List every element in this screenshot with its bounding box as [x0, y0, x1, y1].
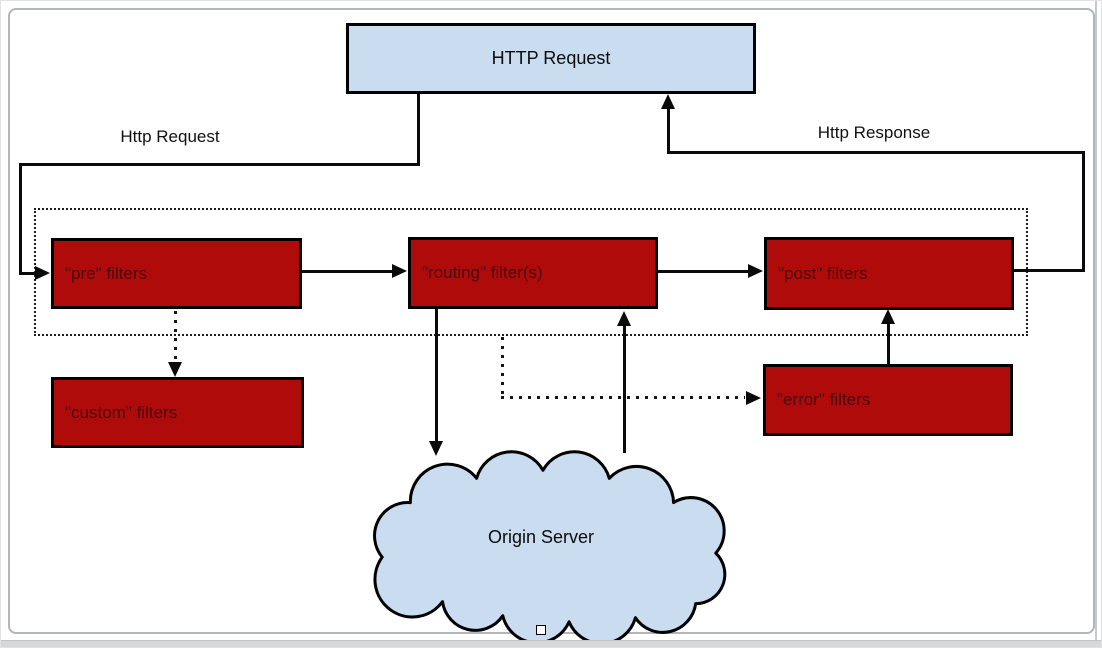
arrowhead-pre-to-custom-icon: [168, 362, 182, 377]
edge-label-http-response: Http Response: [817, 123, 931, 142]
arrow-response-from-post-segment: [1014, 269, 1085, 272]
arrow-response-rise-segment: [1082, 151, 1085, 272]
node-post-filters[interactable]: "post" filters: [764, 237, 1014, 310]
viewer-bottom-strip: [1, 640, 1101, 647]
arrow-response-horizontal-segment: [668, 151, 1085, 154]
dotted-arrow-to-error-vertical-segment: [501, 337, 504, 398]
dotted-arrow-pre-to-custom-segment: [174, 311, 177, 365]
arrow-request-drop-segment: [417, 94, 420, 166]
arrowhead-routing-to-post-icon: [748, 264, 763, 278]
node-post-filters-label: "post" filters: [778, 263, 868, 283]
node-pre-filters-label: "pre" filters: [65, 263, 147, 283]
arrow-routing-to-post-segment: [658, 270, 750, 273]
arrow-routing-to-origin-segment: [435, 309, 438, 443]
node-pre-filters[interactable]: "pre" filters: [51, 238, 302, 309]
node-origin-server-label: Origin Server: [487, 527, 595, 547]
node-custom-filters[interactable]: "custom" filters: [51, 377, 304, 448]
node-routing-filters[interactable]: "routing" filter(s): [408, 237, 658, 309]
arrowhead-origin-to-routing-icon: [617, 311, 631, 326]
node-error-filters[interactable]: "error" filters: [763, 364, 1013, 436]
arrow-request-horizontal-segment: [19, 163, 420, 166]
node-error-filters-label: "error" filters: [777, 390, 871, 409]
node-custom-filters-label: "custom" filters: [65, 402, 178, 422]
arrowhead-into-pre-icon: [35, 266, 50, 280]
node-routing-filters-label: "routing" filter(s): [422, 263, 543, 282]
arrowhead-error-to-post-icon: [881, 309, 895, 324]
arrow-request-into-pre-segment: [19, 272, 39, 275]
arrowhead-to-error-icon: [746, 391, 761, 405]
arrow-origin-to-routing-segment: [623, 325, 626, 453]
edge-label-http-request: Http Request: [120, 127, 220, 146]
cloud-shape-icon: [373, 450, 727, 646]
arrowhead-routing-to-origin-icon: [429, 441, 443, 456]
node-origin-server-cloud[interactable]: [340, 448, 762, 646]
arrow-pre-to-routing-segment: [302, 270, 394, 273]
arrow-request-left-drop-segment: [19, 163, 22, 275]
node-http-request[interactable]: HTTP Request: [346, 23, 756, 94]
arrowhead-pre-to-routing-icon: [392, 264, 407, 278]
selection-handle[interactable]: [536, 625, 546, 635]
window-edge-line: [1095, 1, 1097, 647]
node-http-request-label: HTTP Request: [491, 48, 611, 68]
arrow-error-to-post-segment: [887, 323, 890, 364]
arrowhead-into-http-request-icon: [661, 94, 675, 109]
arrow-response-into-box-segment: [667, 108, 670, 154]
dotted-arrow-to-error-horizontal-segment: [501, 396, 745, 399]
